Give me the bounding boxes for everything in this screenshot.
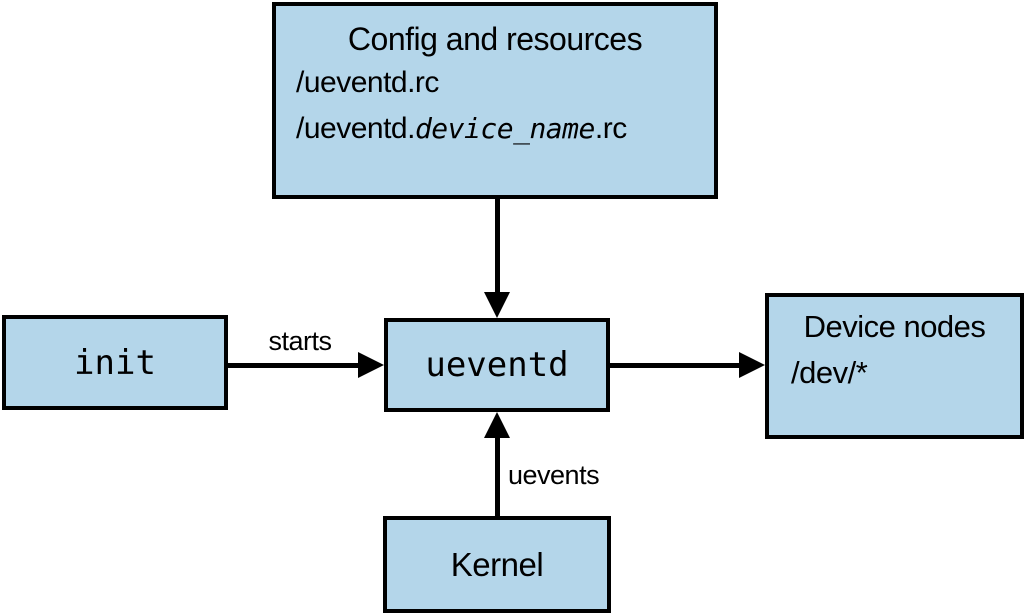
arrow-init-to-ueventd-line	[228, 363, 360, 368]
device-nodes-line-dev-star: /dev/*	[791, 355, 868, 390]
config-line2-device-name-variable: device_name	[414, 112, 595, 145]
arrow-init-to-ueventd-head-icon	[358, 352, 384, 378]
node-ueventd: ueventd	[384, 318, 610, 412]
kernel-label: Kernel	[450, 545, 544, 583]
device-nodes-title: Device nodes	[803, 309, 986, 344]
node-init: init	[2, 315, 228, 410]
init-label: init	[74, 342, 156, 383]
config-line2-suffix: .rc	[594, 112, 627, 145]
arrow-ueventd-to-device-nodes-line	[610, 363, 741, 368]
edge-label-uevents: uevents	[508, 460, 600, 490]
config-line-ueventd-device-rc: /ueventd.device_name.rc	[296, 106, 714, 152]
config-line-ueventd-rc: /ueventd.rc	[296, 66, 439, 99]
ueventd-label: ueventd	[425, 345, 569, 385]
config-title: Config and resources	[347, 21, 643, 57]
arrow-kernel-to-ueventd-head-icon	[484, 412, 510, 438]
config-line2-prefix: /ueventd.	[296, 112, 415, 145]
node-kernel: Kernel	[383, 516, 611, 613]
node-config-and-resources: Config and resources /ueventd.rc /uevent…	[272, 2, 718, 199]
arrow-kernel-to-ueventd-line	[495, 436, 500, 516]
arrow-config-to-ueventd-line	[495, 199, 500, 293]
arrow-ueventd-to-device-nodes-head-icon	[739, 352, 765, 378]
edge-label-starts: starts	[268, 326, 332, 356]
node-device-nodes: Device nodes /dev/*	[765, 293, 1024, 439]
arrow-config-to-ueventd-head-icon	[484, 292, 510, 318]
